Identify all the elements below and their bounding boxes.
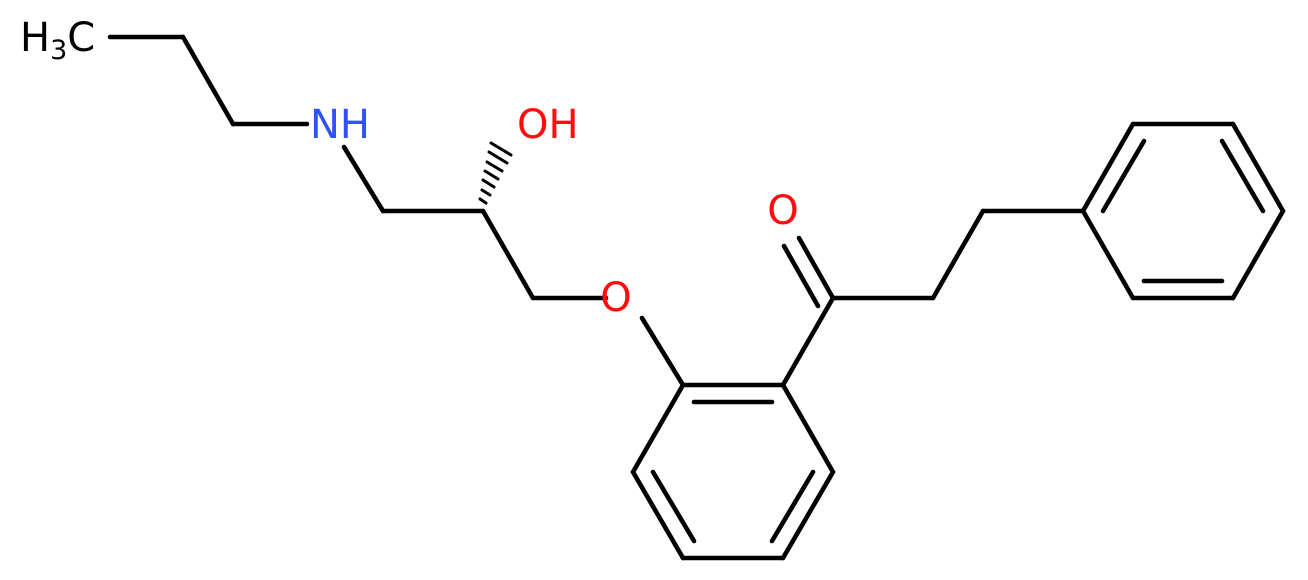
- amine-label: NH: [310, 102, 370, 148]
- bond-c8-c9: [930, 208, 986, 301]
- ring2-bond-3: [1230, 121, 1286, 214]
- ring2-bond-3-inner: [1219, 138, 1266, 214]
- methyl-label: H3C: [20, 15, 95, 66]
- ring1-bond-5-inner: [650, 469, 697, 544]
- ether-oxygen-label: O: [600, 275, 631, 321]
- ring1-bond-6: [630, 382, 686, 475]
- bond-layer: [107, 34, 1286, 561]
- bond-c2-c3: [180, 34, 236, 127]
- ring1-bond-3-inner: [769, 469, 816, 544]
- carbonyl-oxygen-label: O: [767, 188, 798, 234]
- atom-labels: H3C NH OH O O: [20, 15, 799, 321]
- bond-carbonyl-double-b: [781, 243, 821, 309]
- ring1-bond-2: [780, 382, 836, 475]
- bond-o-ether-ring: [639, 315, 686, 388]
- ring2-bond-4: [1230, 208, 1286, 301]
- ring1-bond-3: [780, 469, 836, 561]
- bond-n-c4: [341, 144, 386, 214]
- ring2-bond-1: [1080, 121, 1136, 214]
- ring1-bond-5: [630, 469, 686, 561]
- ring2-bond-6: [1080, 208, 1136, 301]
- stereo-hash-wedge: [478, 141, 513, 205]
- bond-c5-c6: [480, 208, 536, 301]
- hydroxyl-label: OH: [517, 102, 579, 148]
- bond-carbonyl-double-a: [796, 235, 836, 301]
- bond-ring-carbonyl: [780, 295, 836, 388]
- ring2-bond-1-inner: [1100, 138, 1147, 214]
